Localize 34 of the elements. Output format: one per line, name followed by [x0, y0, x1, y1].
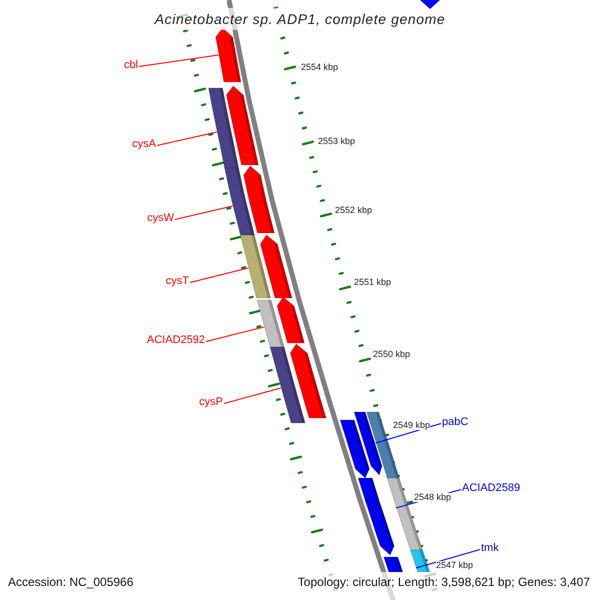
category-bar — [224, 168, 255, 236]
scale-label: 2552 kbp — [335, 206, 372, 215]
leader-line — [415, 549, 480, 568]
gene-label: pabC — [442, 417, 468, 428]
scale-label: 2547 kbp — [436, 561, 474, 570]
leader-line — [206, 326, 264, 342]
scale-label: 2549 kbp — [393, 421, 430, 430]
leader-line — [156, 132, 218, 146]
gene-feature — [215, 28, 242, 82]
gene-label: cysW — [147, 213, 174, 224]
gene-label: tmk — [481, 543, 499, 554]
scale-label: 2548 kbp — [414, 493, 452, 502]
scale-label: 2550 kbp — [373, 350, 410, 359]
footer-text: Topology: circular; Length: 3,598,621 bp; Genes: 3,407 — [298, 576, 590, 588]
gene-label: cysP — [199, 397, 223, 408]
scale-label: 2553 kbp — [318, 137, 356, 146]
category-bar — [270, 346, 306, 424]
gene-label: ACIAD2592 — [146, 335, 205, 346]
category-bar — [208, 88, 239, 168]
category-bar — [256, 300, 284, 348]
footer-text: Accession: NC_005966 — [8, 576, 134, 588]
leader-line — [224, 388, 282, 404]
gene-label: cysT — [166, 276, 189, 287]
gene-label: cbl — [124, 60, 138, 71]
diagram-title: Acinetobacter sp. ADP1, complete genome — [153, 10, 446, 28]
scale-label: 2551 kbp — [354, 278, 392, 287]
leader-line — [190, 268, 249, 283]
scale-label: 2554 kbp — [301, 63, 338, 72]
gene-label: ACIAD2589 — [462, 483, 520, 494]
category-bar — [240, 234, 271, 298]
category-bar — [410, 550, 430, 572]
leader-line — [138, 54, 219, 67]
leader-line — [174, 206, 234, 220]
gene-label: cysA — [132, 139, 156, 150]
